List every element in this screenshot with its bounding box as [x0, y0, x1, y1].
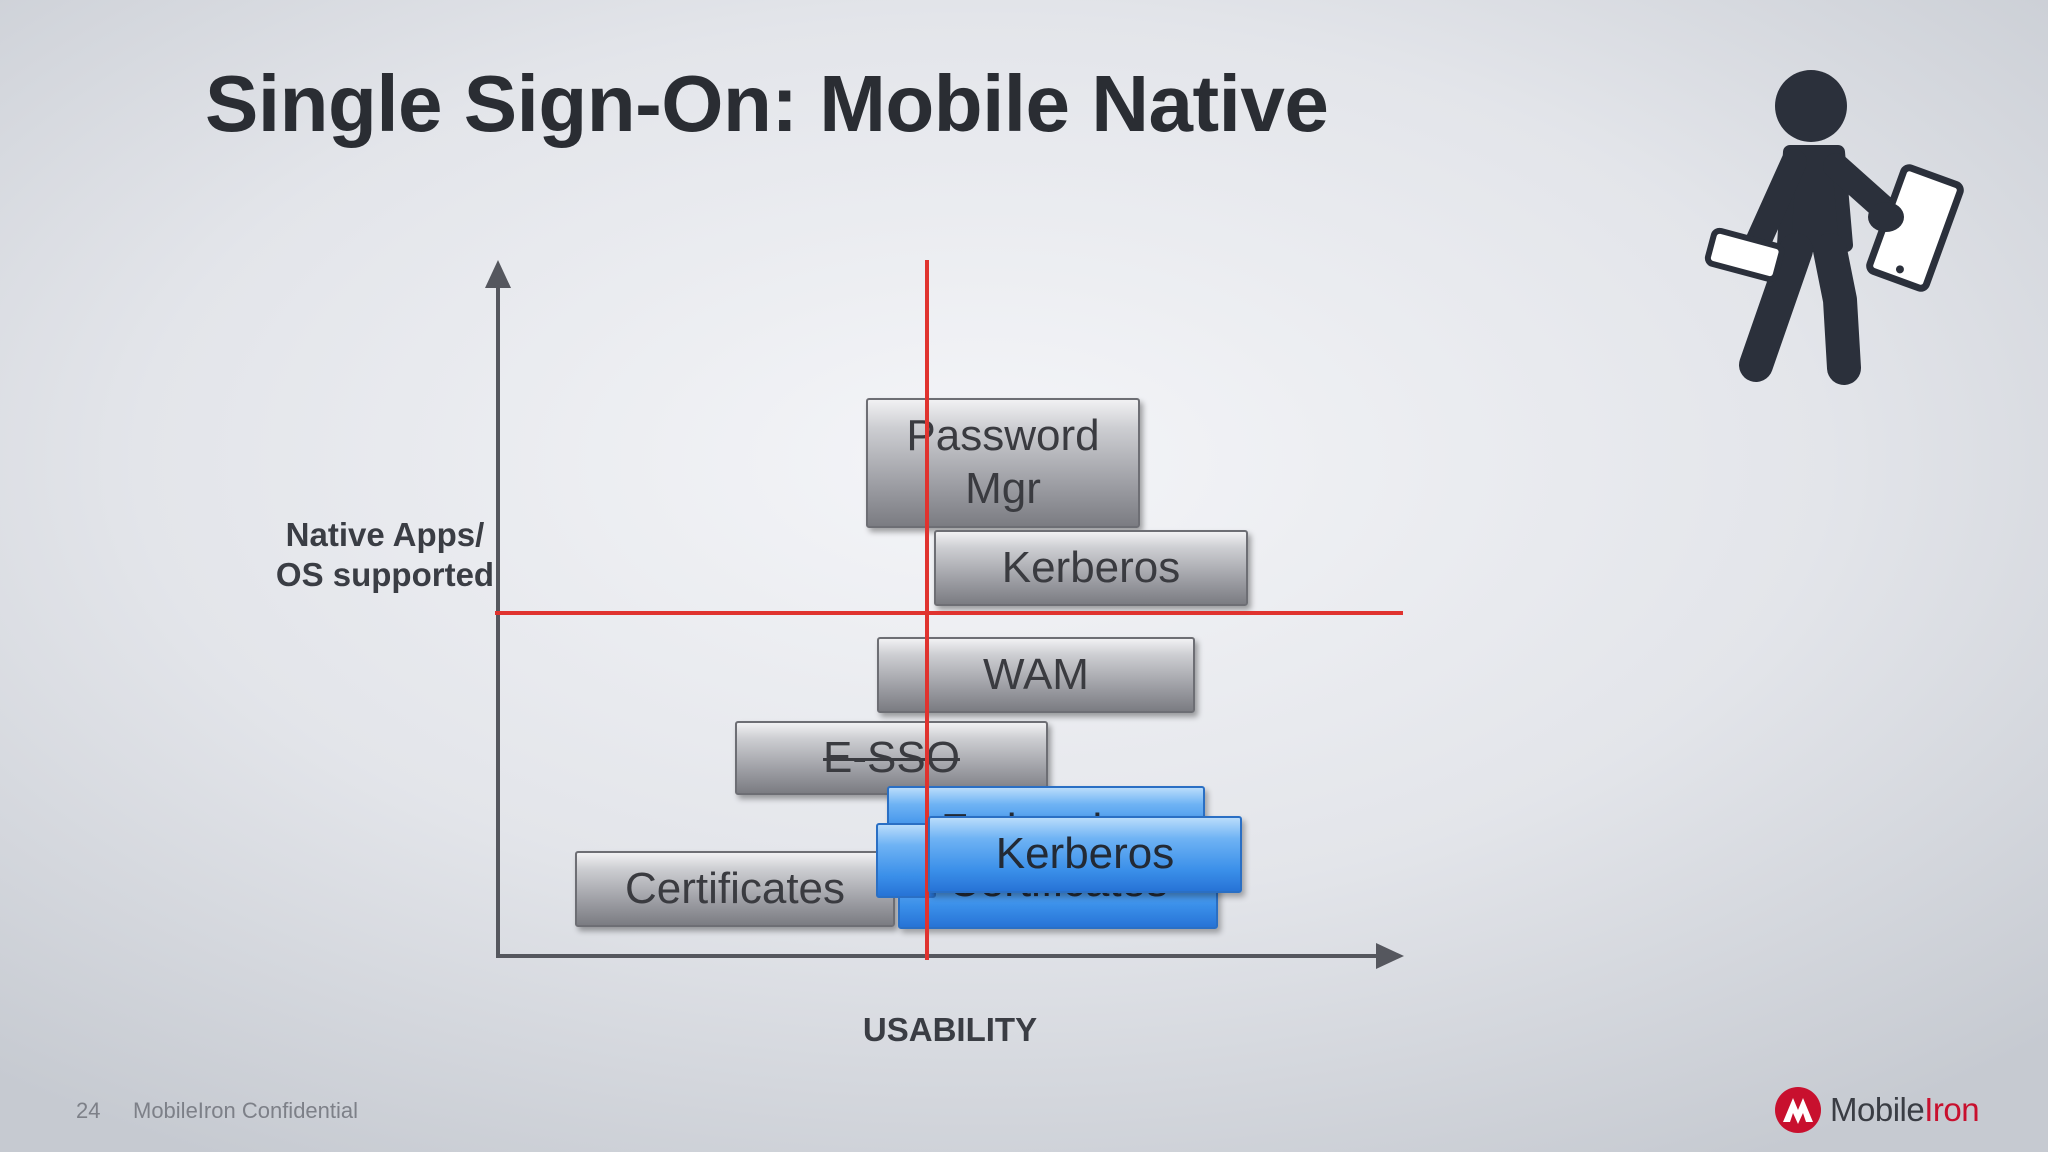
x-axis-label: USABILITY: [862, 1011, 1038, 1048]
password-mgr-label-line1: Password: [906, 411, 1100, 461]
esso-box: E-SSO: [735, 721, 1048, 795]
kerberos-blue-box: Kerberos: [928, 816, 1242, 893]
logo-word-iron: Iron: [1924, 1091, 1980, 1128]
certificates-gray-label: Certificates: [624, 863, 846, 913]
blue-block-left: [876, 823, 936, 898]
logo-text: MobileIron: [1830, 1091, 1980, 1129]
password-mgr-box: Password Mgr: [866, 398, 1140, 528]
y-axis-label-line2: OS supported: [275, 556, 495, 593]
password-mgr-label-line2: Mgr: [965, 464, 1041, 513]
kerberos-blue-label: Kerberos: [995, 829, 1175, 879]
mobileiron-logo: MobileIron: [1774, 1086, 1980, 1134]
certificates-gray-box: Certificates: [575, 851, 895, 927]
x-axis: [496, 943, 1404, 969]
wam-label: WAM: [983, 649, 1089, 699]
kerberos-gray-label: Kerberos: [1001, 542, 1181, 592]
slide-title: Single Sign-On: Mobile Native: [205, 59, 1329, 148]
person-with-phone-and-tablet-icon: [1704, 70, 1964, 385]
wam-box: WAM: [877, 637, 1195, 713]
kerberos-gray-box: Kerberos: [934, 530, 1248, 606]
y-axis-label-line1: Native Apps/: [285, 516, 485, 553]
mobileiron-logo-icon: [1775, 1087, 1821, 1133]
y-axis: [485, 260, 511, 956]
page-number: 24: [76, 1098, 101, 1123]
confidential-notice: MobileIron Confidential: [133, 1098, 359, 1123]
esso-label: E-SSO: [823, 732, 960, 782]
y-axis-label: Native Apps/ OS supported: [262, 515, 508, 595]
logo-word-mobile: Mobile: [1830, 1091, 1925, 1128]
